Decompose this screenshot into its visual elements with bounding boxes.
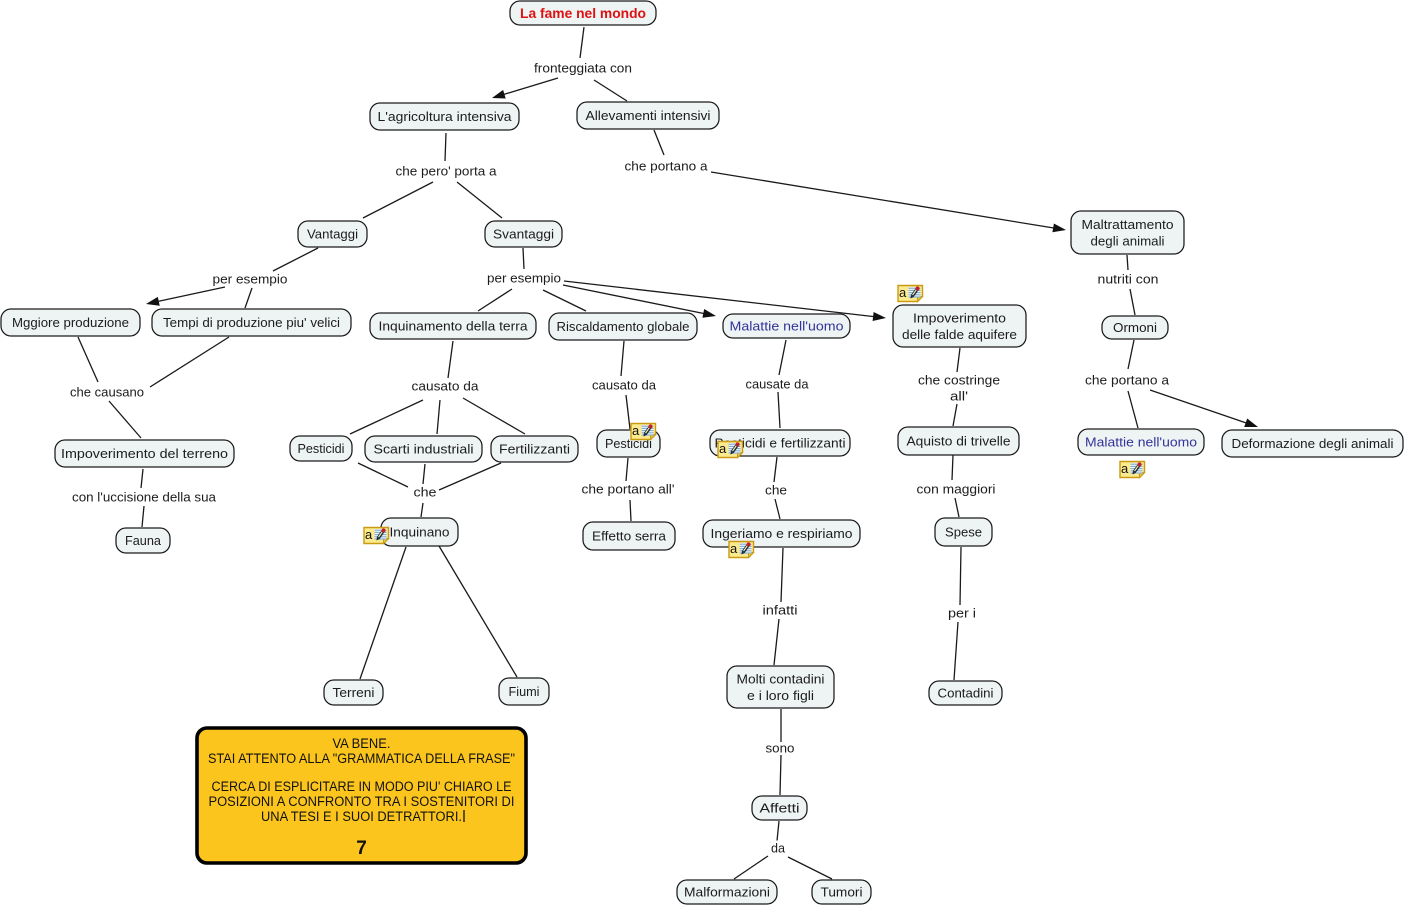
svg-text:Malattie nell'uomo: Malattie nell'uomo [730, 319, 844, 334]
svg-text:Fiumi: Fiumi [509, 684, 540, 699]
svg-text:CERCA DI ESPLICITARE IN MODO P: CERCA DI ESPLICITARE IN MODO PIU' CHIARO… [212, 779, 512, 794]
svg-text:Inquinamento della terra: Inquinamento della terra [379, 319, 529, 334]
svg-text:Ingeriamo e respiriamo: Ingeriamo e respiriamo [711, 526, 853, 541]
svg-text:Riscaldamento globale: Riscaldamento globale [557, 319, 690, 334]
svg-text:Spese: Spese [945, 525, 982, 540]
svg-text:che pero' porta a: che pero' porta a [396, 164, 498, 179]
svg-text:Affetti: Affetti [760, 801, 800, 816]
svg-text:sono: sono [766, 741, 795, 756]
svg-text:La fame nel mondo: La fame nel mondo [520, 5, 646, 21]
svg-text:Deformazione degli animali: Deformazione degli animali [1232, 436, 1394, 451]
svg-text:STAI ATTENTO ALLA "GRAMMATICA: STAI ATTENTO ALLA "GRAMMATICA DELLA FRAS… [208, 751, 515, 766]
svg-text:causato da: causato da [412, 379, 480, 394]
svg-text:con l'uccisione della sua: con l'uccisione della sua [72, 490, 217, 505]
svg-text:Fauna: Fauna [125, 533, 162, 548]
svg-text:POSIZIONI A CONFRONTO TRA I SO: POSIZIONI A CONFRONTO TRA I SOSTENITORI … [209, 794, 515, 809]
svg-text:Tempi di produzione piu' velic: Tempi di produzione piu' velici [163, 315, 340, 330]
svg-text:Vantaggi: Vantaggi [307, 227, 358, 242]
svg-text:che portano all': che portano all' [582, 482, 675, 497]
svg-text:Inquinano: Inquinano [390, 525, 450, 540]
svg-text:Malformazioni: Malformazioni [684, 885, 770, 900]
svg-text:che causano: che causano [70, 385, 144, 400]
svg-text:per esempio: per esempio [487, 271, 561, 286]
svg-text:Terreni: Terreni [333, 685, 375, 700]
svg-text:Scarti industriali: Scarti industriali [374, 442, 474, 457]
svg-text:che portano a: che portano a [1085, 373, 1170, 388]
svg-text:Tumori: Tumori [821, 885, 863, 900]
svg-text:da: da [771, 841, 786, 856]
svg-text:per i: per i [948, 606, 976, 621]
svg-text:Fertilizzanti: Fertilizzanti [499, 442, 570, 457]
svg-text:causate da: causate da [746, 377, 810, 392]
svg-text:Allevamenti intensivi: Allevamenti intensivi [586, 108, 711, 123]
svg-text:Malattie nell'uomo: Malattie nell'uomo [1085, 435, 1197, 450]
svg-text:Pesticidi: Pesticidi [298, 441, 345, 456]
svg-text:Ormoni: Ormoni [1113, 320, 1157, 335]
svg-text:VA BENE.: VA BENE. [333, 736, 391, 751]
svg-text:Impoverimento del terreno: Impoverimento del terreno [61, 446, 228, 461]
svg-text:Mggiore produzione: Mggiore produzione [12, 315, 129, 330]
svg-text:Effetto serra: Effetto serra [592, 529, 667, 544]
svg-text:con maggiori: con maggiori [917, 482, 996, 497]
svg-text:che: che [765, 483, 787, 498]
svg-text:Pesticidi e fertilizzanti: Pesticidi e fertilizzanti [715, 436, 846, 451]
svg-text:nutriti con: nutriti con [1098, 272, 1159, 287]
svg-text:Aquisto di trivelle: Aquisto di trivelle [907, 434, 1011, 449]
svg-text:infatti: infatti [763, 603, 798, 618]
svg-text:fronteggiata con: fronteggiata con [534, 61, 632, 76]
svg-text:Contadini: Contadini [938, 686, 994, 701]
svg-text:che portano a: che portano a [625, 159, 709, 174]
svg-text:per esempio: per esempio [213, 272, 288, 287]
svg-text:UNA TESI E I SUOI DETRATTORI.: UNA TESI E I SUOI DETRATTORI. [261, 809, 462, 824]
svg-text:che: che [414, 485, 437, 500]
svg-text:Svantaggi: Svantaggi [493, 227, 554, 242]
svg-text:L'agricoltura intensiva: L'agricoltura intensiva [378, 109, 513, 124]
svg-text:causato da: causato da [592, 378, 657, 393]
svg-text:7: 7 [356, 838, 367, 859]
